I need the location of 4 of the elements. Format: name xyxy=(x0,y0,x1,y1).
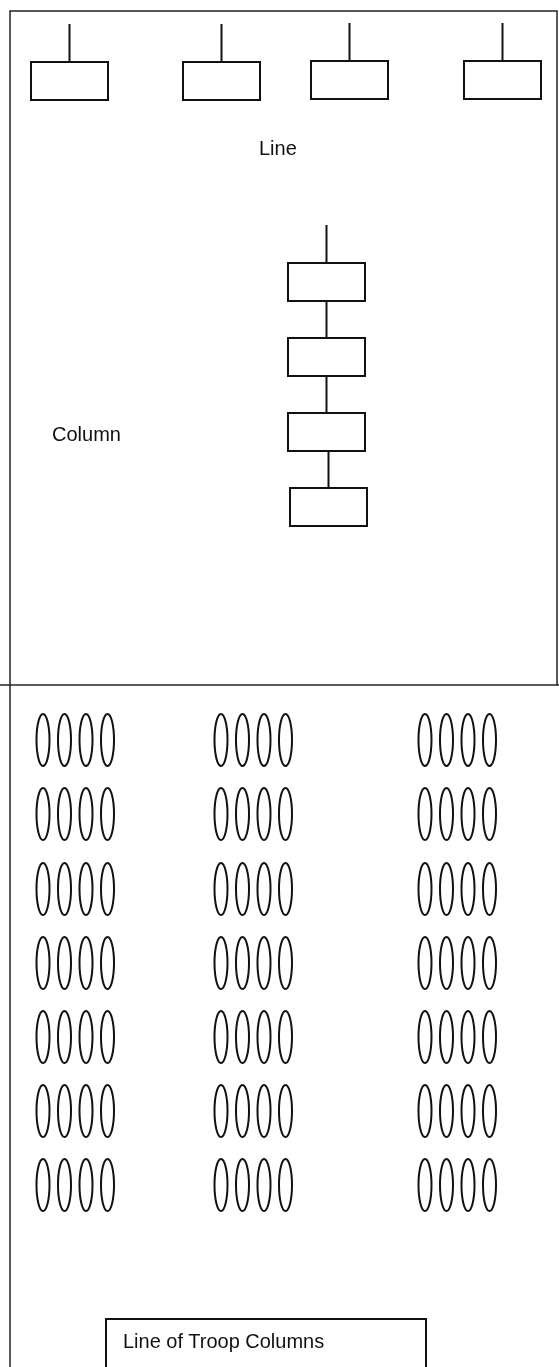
formation-label: Line xyxy=(259,137,297,160)
formation-label: Column xyxy=(52,423,121,446)
caption-box xyxy=(105,1318,427,1367)
caption-text: Line of Troop Columns xyxy=(123,1330,325,1353)
